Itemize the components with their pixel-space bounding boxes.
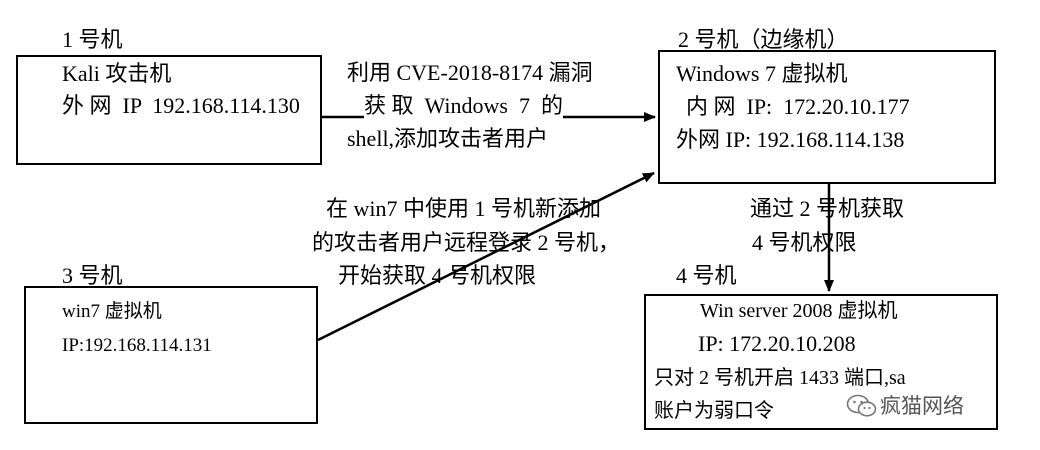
machine-1-ip: 外 网 IP 192.168.114.130 — [62, 93, 300, 118]
machine-4-name: Win server 2008 虚拟机 — [700, 300, 898, 322]
machine-3-box — [24, 286, 318, 424]
edge-m1-m2-line-3: shell,添加攻击者用户 — [347, 126, 549, 151]
edge-m3-m2-line-3: 开始获取 4 号机权限 — [338, 263, 537, 288]
edge-m2-m4-line-2: 4 号机权限 — [752, 230, 857, 255]
machine-3-label: 3 号机 — [62, 263, 123, 288]
machine-4-label: 4 号机 — [676, 263, 737, 288]
edge-m3-m2-line-2: 的攻击者用户远程登录 2 号机， — [312, 230, 621, 255]
machine-4-box — [644, 294, 998, 430]
machine-1-name: Kali 攻击机 — [62, 61, 172, 86]
wechat-icon — [846, 394, 877, 417]
watermark-text: 疯猫网络 — [880, 394, 964, 418]
machine-2-label: 2 号机（边缘机） — [678, 27, 849, 52]
machine-2-internal-ip: 内 网 IP: 172.20.10.177 — [686, 94, 910, 119]
machine-3-name: win7 虚拟机 — [62, 301, 162, 322]
machine-2-box — [658, 50, 996, 184]
edge-m1-m2-line-1: 利用 CVE-2018-8174 漏洞 — [347, 60, 593, 85]
arrow-m3-to-m2 — [317, 171, 655, 342]
machine-1-box — [16, 55, 322, 165]
machine-2-name: Windows 7 虚拟机 — [676, 61, 848, 86]
machine-4-note-1: 只对 2 号机开启 1433 端口,sa — [654, 367, 906, 389]
edge-m2-m4-line-1: 通过 2 号机获取 — [750, 196, 905, 221]
machine-3-ip: IP:192.168.114.131 — [62, 335, 212, 356]
machine-2-external-ip: 外网 IP: 192.168.114.138 — [676, 127, 905, 152]
machine-4-ip: IP: 172.20.10.208 — [698, 331, 856, 356]
edge-m3-m2-line-1: 在 win7 中使用 1 号机新添加 — [326, 196, 602, 221]
machine-1-label: 1 号机 — [62, 27, 123, 52]
edge-m1-m2-line-2: 获 取 Windows 7 的 — [364, 93, 563, 119]
machine-4-note-2: 账户为弱口令 — [654, 400, 774, 422]
